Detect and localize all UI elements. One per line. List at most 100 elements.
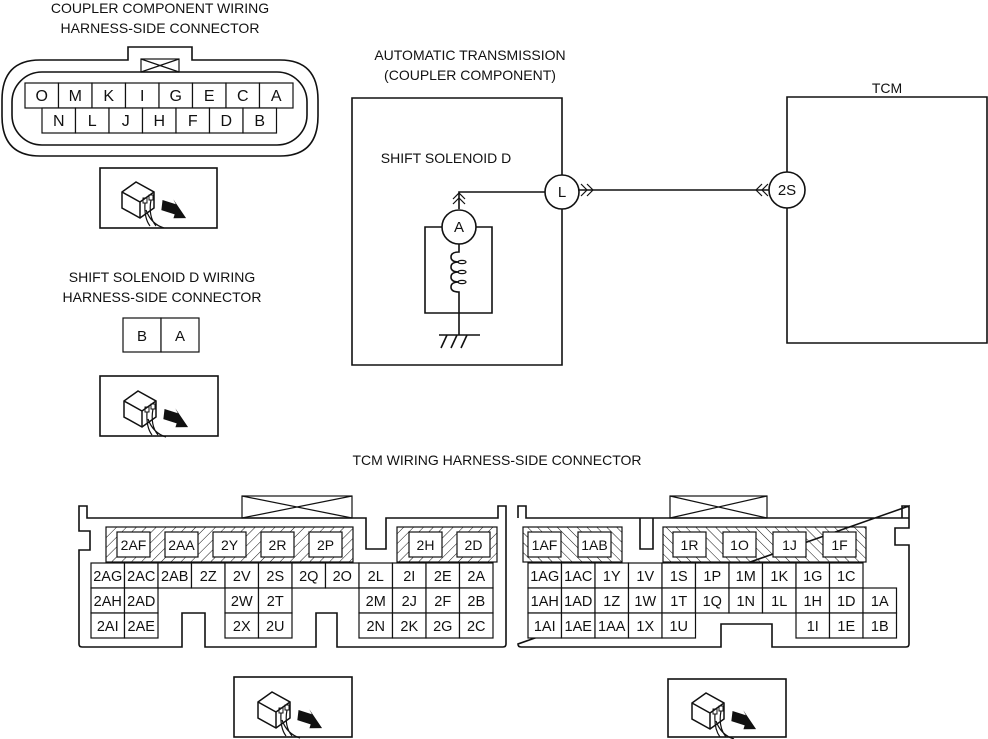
pin-label-1c: 1C (837, 569, 856, 585)
solenoid-connector-title-line1: SHIFT SOLENOID D WIRING (69, 269, 255, 285)
tcm-block: TCM 2S (768, 80, 988, 344)
pin-cell (627, 612, 663, 639)
pin-label-2r: 2R (269, 537, 287, 553)
pin-label-2p: 2P (317, 537, 334, 553)
solenoid-connector: SHIFT SOLENOID D WIRING HARNESS-SIDE CON… (63, 269, 262, 353)
pin-cell (795, 612, 831, 639)
coupler-lock-mark (140, 58, 180, 73)
pin-cell (728, 587, 764, 614)
pin-label-d: D (220, 113, 232, 130)
tcm-right-outline (517, 504, 910, 648)
pin-cell (260, 531, 295, 558)
tcm-right-view-icon (667, 678, 787, 739)
pin-label-f: F (188, 113, 198, 130)
pin-label-e: E (204, 88, 215, 105)
pin-label-1ae: 1AE (565, 619, 593, 635)
solenoid-label: SHIFT SOLENOID D (381, 150, 511, 166)
pin-cell (212, 531, 247, 558)
pin-cell (258, 82, 294, 109)
pin-label-1w: 1W (634, 594, 656, 610)
pin-label-1i: 1I (807, 619, 819, 635)
pin-label-2u: 2U (266, 619, 285, 635)
pin-cell (672, 531, 707, 558)
pin-label-1f: 1F (831, 537, 847, 553)
pin-label-2a: 2A (467, 569, 485, 585)
pin-label-1ag: 1AG (530, 569, 559, 585)
pin-label-2x: 2X (233, 619, 251, 635)
pin-label-b: B (254, 113, 265, 130)
pin-label-2y: 2Y (221, 537, 239, 553)
at-box (351, 97, 563, 366)
pin-cell (828, 612, 864, 639)
pin-label-g: G (170, 88, 182, 105)
pin-label-o: O (36, 88, 48, 105)
pin-label-2ab: 2AB (161, 569, 188, 585)
pin-cell (224, 587, 260, 614)
pin-cell (191, 82, 227, 109)
pin-label-1d: 1D (837, 594, 856, 610)
connector-female-symbol (755, 183, 769, 197)
pin-cell (158, 82, 194, 109)
pin-label-2ag: 2AG (93, 569, 122, 585)
pin-cell (722, 531, 757, 558)
pin-label-2o: 2O (333, 569, 352, 585)
solenoid-connector-title-line2: HARNESS-SIDE CONNECTOR (63, 289, 262, 305)
pin-cell (527, 612, 563, 639)
pin-label-2h: 2H (417, 537, 435, 553)
connector-male-symbol (580, 183, 594, 197)
pin-cell (141, 107, 177, 134)
pin-label-2ac: 2AC (127, 569, 155, 585)
coupler-connector-title-line2: HARNESS-SIDE CONNECTOR (61, 20, 260, 36)
pin-label-1h: 1H (803, 594, 822, 610)
solenoid-connector-symbol (452, 192, 466, 205)
pin-label-2m: 2M (366, 594, 386, 610)
pin-cell (828, 562, 864, 589)
pin-label-j: J (122, 113, 130, 130)
pin-cell (358, 587, 394, 614)
pin-cell (458, 562, 494, 589)
pin-label-1aa: 1AA (598, 619, 626, 635)
pin-label-2k: 2K (400, 619, 418, 635)
harness-wire (579, 183, 769, 197)
pin-label-1b: 1B (871, 619, 889, 635)
tcm-label: TCM (872, 80, 902, 96)
pin-label-2f: 2F (434, 594, 451, 610)
pin-label-2i: 2I (403, 569, 415, 585)
pin-cell (90, 587, 126, 614)
at-title-line1: AUTOMATIC TRANSMISSION (374, 47, 565, 63)
pin-cell (358, 612, 394, 639)
pin-cell (577, 531, 612, 558)
pin-cell (560, 587, 596, 614)
pin-label-1ac: 1AC (564, 569, 592, 585)
pin-cell (291, 562, 327, 589)
pin-label-2z: 2Z (200, 569, 217, 585)
pin-label-m: M (69, 88, 82, 105)
pin-label-a: A (271, 88, 282, 105)
pin-cell (594, 587, 630, 614)
pin-cell (157, 562, 193, 589)
pin-cell (391, 612, 427, 639)
solenoid-view-icon (99, 375, 219, 438)
pin-label-1ab: 1AB (581, 537, 607, 553)
pin-cell (108, 107, 144, 134)
pin-cell (527, 531, 562, 558)
pin-cell (594, 612, 630, 639)
pin-label-1af: 1AF (532, 537, 558, 553)
pin-label-1a: 1A (871, 594, 889, 610)
solenoid-coil (450, 244, 460, 335)
pin-label-1y: 1Y (603, 569, 621, 585)
pin-label-1ai: 1AI (534, 619, 556, 635)
pin-label-2v: 2V (233, 569, 251, 585)
pin-label-2j: 2J (402, 594, 417, 610)
pin-cell (456, 531, 491, 558)
pin-label-1ad: 1AD (564, 594, 592, 610)
pin-label-2b: 2B (467, 594, 485, 610)
pin-label-2ai: 2AI (97, 619, 119, 635)
pin-cell (694, 562, 730, 589)
pin-cell (74, 107, 110, 134)
pin-cell (224, 612, 260, 639)
pin-cell (862, 587, 898, 614)
